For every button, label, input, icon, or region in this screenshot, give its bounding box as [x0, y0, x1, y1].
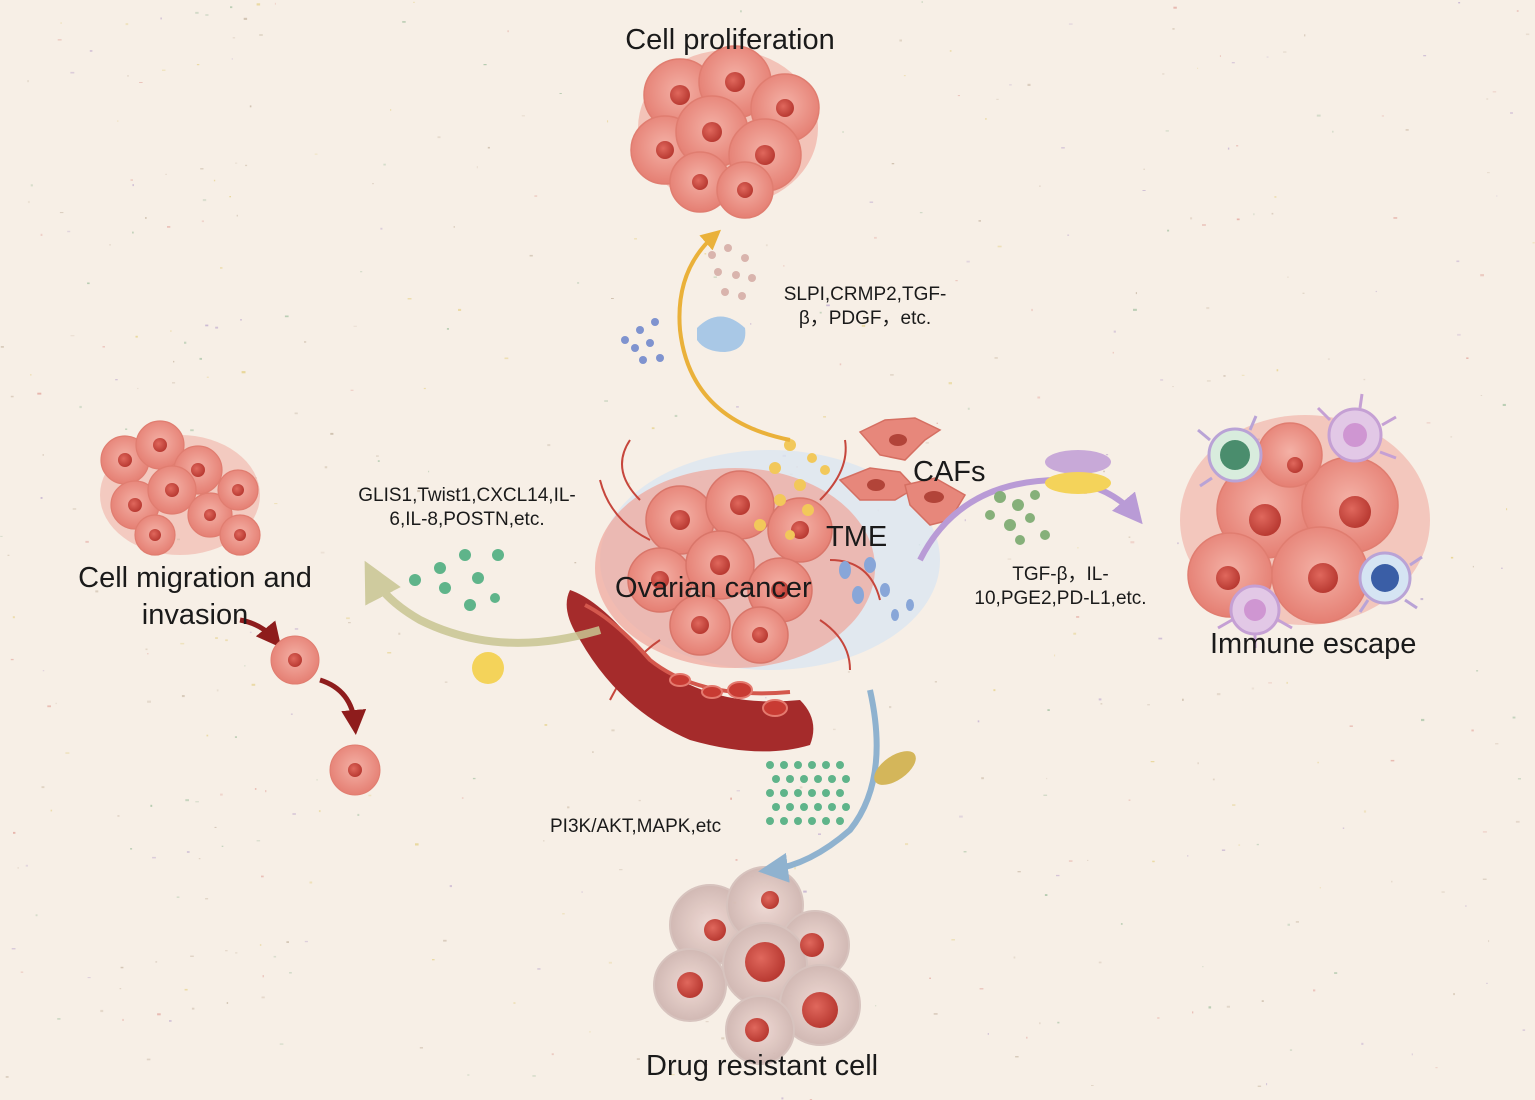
tme-dots	[754, 439, 830, 540]
proliferation-cluster	[630, 45, 820, 219]
label-immune-escape: Immune escape	[1210, 628, 1417, 660]
ovarian-tumor	[595, 439, 940, 701]
label-cell-proliferation: Cell proliferation	[625, 24, 835, 56]
label-cell-migration: Cell migration and invasion	[78, 562, 312, 632]
label-ovarian-cancer: Ovarian cancer	[615, 572, 812, 604]
arrow-to-drug	[758, 689, 880, 883]
immune-secretions	[985, 450, 1111, 545]
label-tme: TME	[826, 521, 888, 553]
drug-secretions	[766, 751, 916, 825]
drug-resistant-cluster	[653, 866, 861, 1065]
proliferation-secretions	[621, 244, 756, 364]
factors-immune: TGF-β，IL- 10,PGE2,PD-L1,etc.	[974, 564, 1147, 610]
migration-cluster	[100, 420, 261, 556]
tme-blue-dots	[839, 557, 914, 621]
migrating-cells	[239, 617, 381, 796]
label-cafs: CAFs	[913, 456, 986, 488]
cafs-cells	[838, 417, 967, 526]
factors-migration: GLIS1,Twist1,CXCL14,IL- 6,IL-8,POSTN,etc…	[358, 485, 576, 531]
immune-escape-cluster	[1180, 393, 1430, 648]
arrow-to-migration	[364, 560, 602, 647]
factors-proliferation: SLPI,CRMP2,TGF- β，PDGF，etc.	[783, 284, 947, 330]
label-drug-resistant: Drug resistant cell	[646, 1050, 879, 1082]
arrow-to-proliferation	[677, 229, 791, 442]
migration-secretions	[409, 549, 504, 684]
blood-vessel	[566, 590, 814, 752]
factors-drug: PI3K/AKT,MAPK,etc	[550, 816, 722, 837]
